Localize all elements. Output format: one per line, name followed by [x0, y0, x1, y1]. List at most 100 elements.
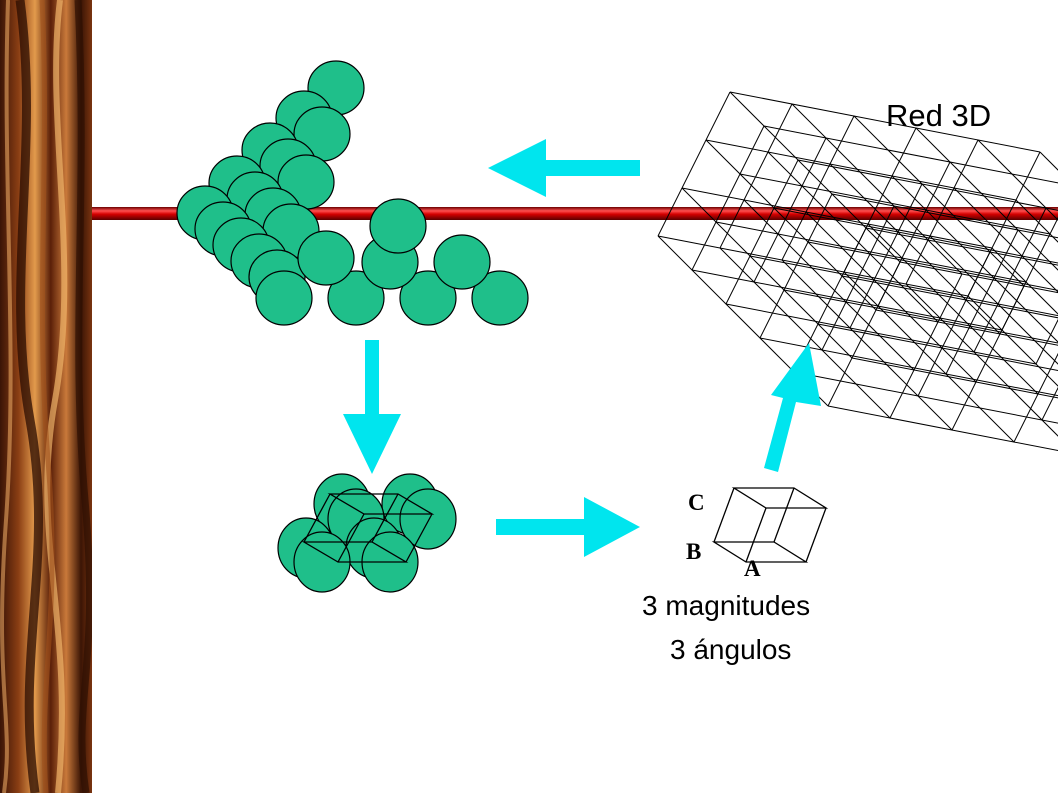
lattice-line: [997, 255, 1023, 305]
lattice-line: [1021, 207, 1047, 257]
lattice-line: [897, 183, 923, 233]
arrow-right-icon: [496, 497, 640, 557]
lattice-line: [763, 125, 1058, 184]
lattice-line: [977, 139, 1058, 221]
lattice-line: [681, 187, 993, 249]
wood-texture-strip: [0, 0, 92, 793]
angles-caption: 3 ángulos: [670, 634, 792, 665]
lattice-line: [929, 187, 955, 237]
unit-cell-edges: [301, 493, 435, 563]
lattice-line: [817, 275, 843, 325]
lattice-line: [925, 161, 951, 211]
lattice-line: [873, 231, 899, 281]
atom: [433, 234, 491, 290]
lattice-line: [829, 115, 855, 165]
lattice-line: [805, 163, 831, 213]
lattice-line: [725, 303, 1037, 365]
3d-lattice-grid: [657, 91, 1058, 452]
lattice-line: [681, 139, 707, 189]
lattice-line: [657, 235, 969, 297]
lattice-line: [891, 175, 1058, 343]
axis-label-b: B: [686, 539, 702, 564]
axis-label-a: A: [744, 556, 761, 581]
lattice-line: [969, 277, 995, 327]
lattice-line: [953, 187, 1058, 293]
lattice-line: [805, 211, 977, 383]
lattice-line: [719, 247, 891, 419]
lattice-line: [875, 309, 1058, 346]
lattice-line: [657, 187, 683, 237]
lattice-line: [917, 347, 943, 397]
lattice-line: [1049, 216, 1058, 235]
red-divider-bar: [92, 207, 1058, 220]
lattice-line: [681, 187, 853, 359]
lattice-line: [1013, 393, 1039, 443]
lattice-line: [827, 357, 853, 407]
atom: [327, 270, 385, 326]
lattice-line: [831, 193, 1058, 239]
lattice-line: [767, 151, 939, 323]
lattice-line: [1035, 318, 1058, 365]
lattice-line: [937, 273, 963, 323]
lattice-line: [869, 205, 895, 255]
lattice-line: [899, 261, 1058, 294]
lattice-line: [705, 91, 731, 141]
lattice-line: [821, 301, 847, 351]
lattice-line: [1015, 199, 1058, 243]
lattice-line: [845, 253, 871, 303]
lattice-line: [945, 325, 971, 375]
lattice-line: [851, 309, 877, 359]
arrow-down-icon: [343, 340, 401, 474]
lattice-line: [691, 221, 717, 271]
atom: [369, 198, 427, 254]
atom: [255, 270, 313, 326]
lattice-line: [801, 137, 827, 187]
lattice-line: [807, 241, 1058, 291]
lattice-line: [1001, 281, 1027, 331]
lattice-line: [705, 139, 877, 311]
atom-pyramid: [176, 60, 529, 326]
lattice-line: [725, 255, 751, 305]
lattice-line: [991, 199, 1017, 249]
lattice-line: [853, 115, 1025, 287]
lattice-line: [777, 185, 803, 235]
lattice-line: [743, 151, 769, 201]
lattice-line: [705, 139, 1017, 201]
lattice-line: [973, 303, 999, 353]
unit-cell-rhombohedron: [711, 487, 829, 563]
lattice-line: [891, 127, 917, 177]
lattice-line: [759, 289, 785, 339]
lattice-line: [851, 357, 1058, 399]
lattice-line: [975, 333, 1001, 383]
lattice-line: [843, 223, 869, 273]
lattice-line: [953, 139, 979, 189]
magnitudes-caption: 3 magnitudes: [642, 590, 811, 621]
arrow-left-icon: [488, 139, 640, 197]
lattice-line: [729, 91, 1041, 153]
lattice-line: [749, 255, 1058, 317]
unit-cell-atoms: [277, 473, 457, 593]
lattice-line: [807, 193, 833, 243]
lattice-line: [743, 199, 915, 371]
atom: [471, 270, 529, 326]
lattice-line: [905, 283, 1058, 437]
atom: [297, 230, 355, 286]
lattice-line: [867, 175, 893, 225]
lattice-line: [1037, 352, 1058, 395]
lattice-line: [739, 125, 765, 175]
lattice-line: [829, 163, 1001, 335]
arrow-up-right-icon: [764, 343, 821, 472]
lattice-line: [817, 323, 1058, 371]
lattice-line: [867, 223, 1039, 395]
lattice-line: [715, 173, 741, 223]
atom: [399, 270, 457, 326]
lattice-line: [1015, 151, 1041, 201]
lattice-line: [791, 103, 963, 275]
lattice-line: [913, 321, 939, 371]
lattice-line: [1041, 386, 1058, 421]
lattice-line: [905, 235, 931, 285]
lattice-line: [767, 103, 793, 153]
lattice-line: [739, 173, 1051, 235]
lattice-line: [827, 405, 1058, 452]
